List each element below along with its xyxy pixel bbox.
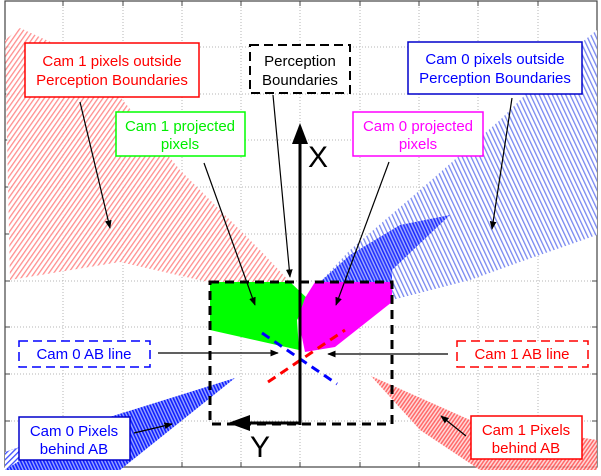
arrow-cam1-outside — [79, 101, 112, 229]
annotation-text: Boundaries — [262, 72, 338, 89]
annotation-cam1-behind: Cam 1 Pixels behind AB — [470, 415, 583, 460]
arrow-cam1-projected — [203, 162, 256, 306]
annotation-text: Perception Boundaries — [419, 70, 571, 87]
annotation-cam1-projected: Cam 1 projected pixels — [115, 111, 246, 157]
leader-arrows — [79, 94, 513, 437]
annotation-text: Cam 0 AB line — [36, 346, 131, 363]
x-axis-arrowhead — [292, 123, 308, 144]
annotation-text: Cam 0 Pixels — [30, 423, 118, 440]
annotation-text: Perception Boundaries — [36, 72, 188, 89]
arrow-cam0-outside — [489, 97, 513, 230]
annotation-perception: Perception Boundaries — [249, 44, 351, 94]
annotation-text: Cam 0 projected — [363, 118, 473, 135]
cam1-projected-pixels — [210, 282, 309, 350]
cam1-ab-line — [267, 328, 346, 384]
annotation-text: behind AB — [40, 441, 108, 458]
annotation-cam0-outside: Cam 0 pixels outside Perception Boundari… — [407, 41, 583, 95]
arrow-cam0-projected — [335, 161, 390, 306]
annotation-text: pixels — [399, 136, 437, 153]
arrow-perception — [272, 94, 293, 278]
annotation-text: Cam 1 pixels outside — [42, 53, 181, 70]
annotation-text: Cam 1 AB line — [474, 346, 569, 363]
annotation-cam0-behind: Cam 0 Pixels behind AB — [18, 416, 131, 461]
arrow-cam1-behind — [440, 415, 467, 437]
arrow-cam0-behind — [133, 422, 173, 434]
annotation-cam1-ab: Cam 1 AB line — [456, 340, 589, 368]
cam0-outside-pixels-dense — [320, 215, 450, 300]
x-axis-label: X — [308, 141, 328, 174]
annotation-text: behind AB — [492, 440, 560, 457]
annotation-cam0-ab: Cam 0 AB line — [18, 340, 151, 368]
y-axis-arrowhead — [228, 415, 250, 431]
annotation-text: Perception — [264, 53, 336, 70]
annotation-text: Cam 0 pixels outside — [425, 51, 564, 68]
cam0-projected-pixels — [298, 282, 392, 352]
annotation-cam1-outside: Cam 1 pixels outside Perception Boundari… — [24, 42, 200, 98]
annotation-cam0-projected: Cam 0 projected pixels — [352, 111, 484, 157]
annotation-text: pixels — [161, 136, 199, 153]
y-axis-label: Y — [250, 431, 270, 464]
annotation-text: Cam 1 Pixels — [482, 422, 570, 439]
annotation-text: Cam 1 projected — [125, 118, 235, 135]
